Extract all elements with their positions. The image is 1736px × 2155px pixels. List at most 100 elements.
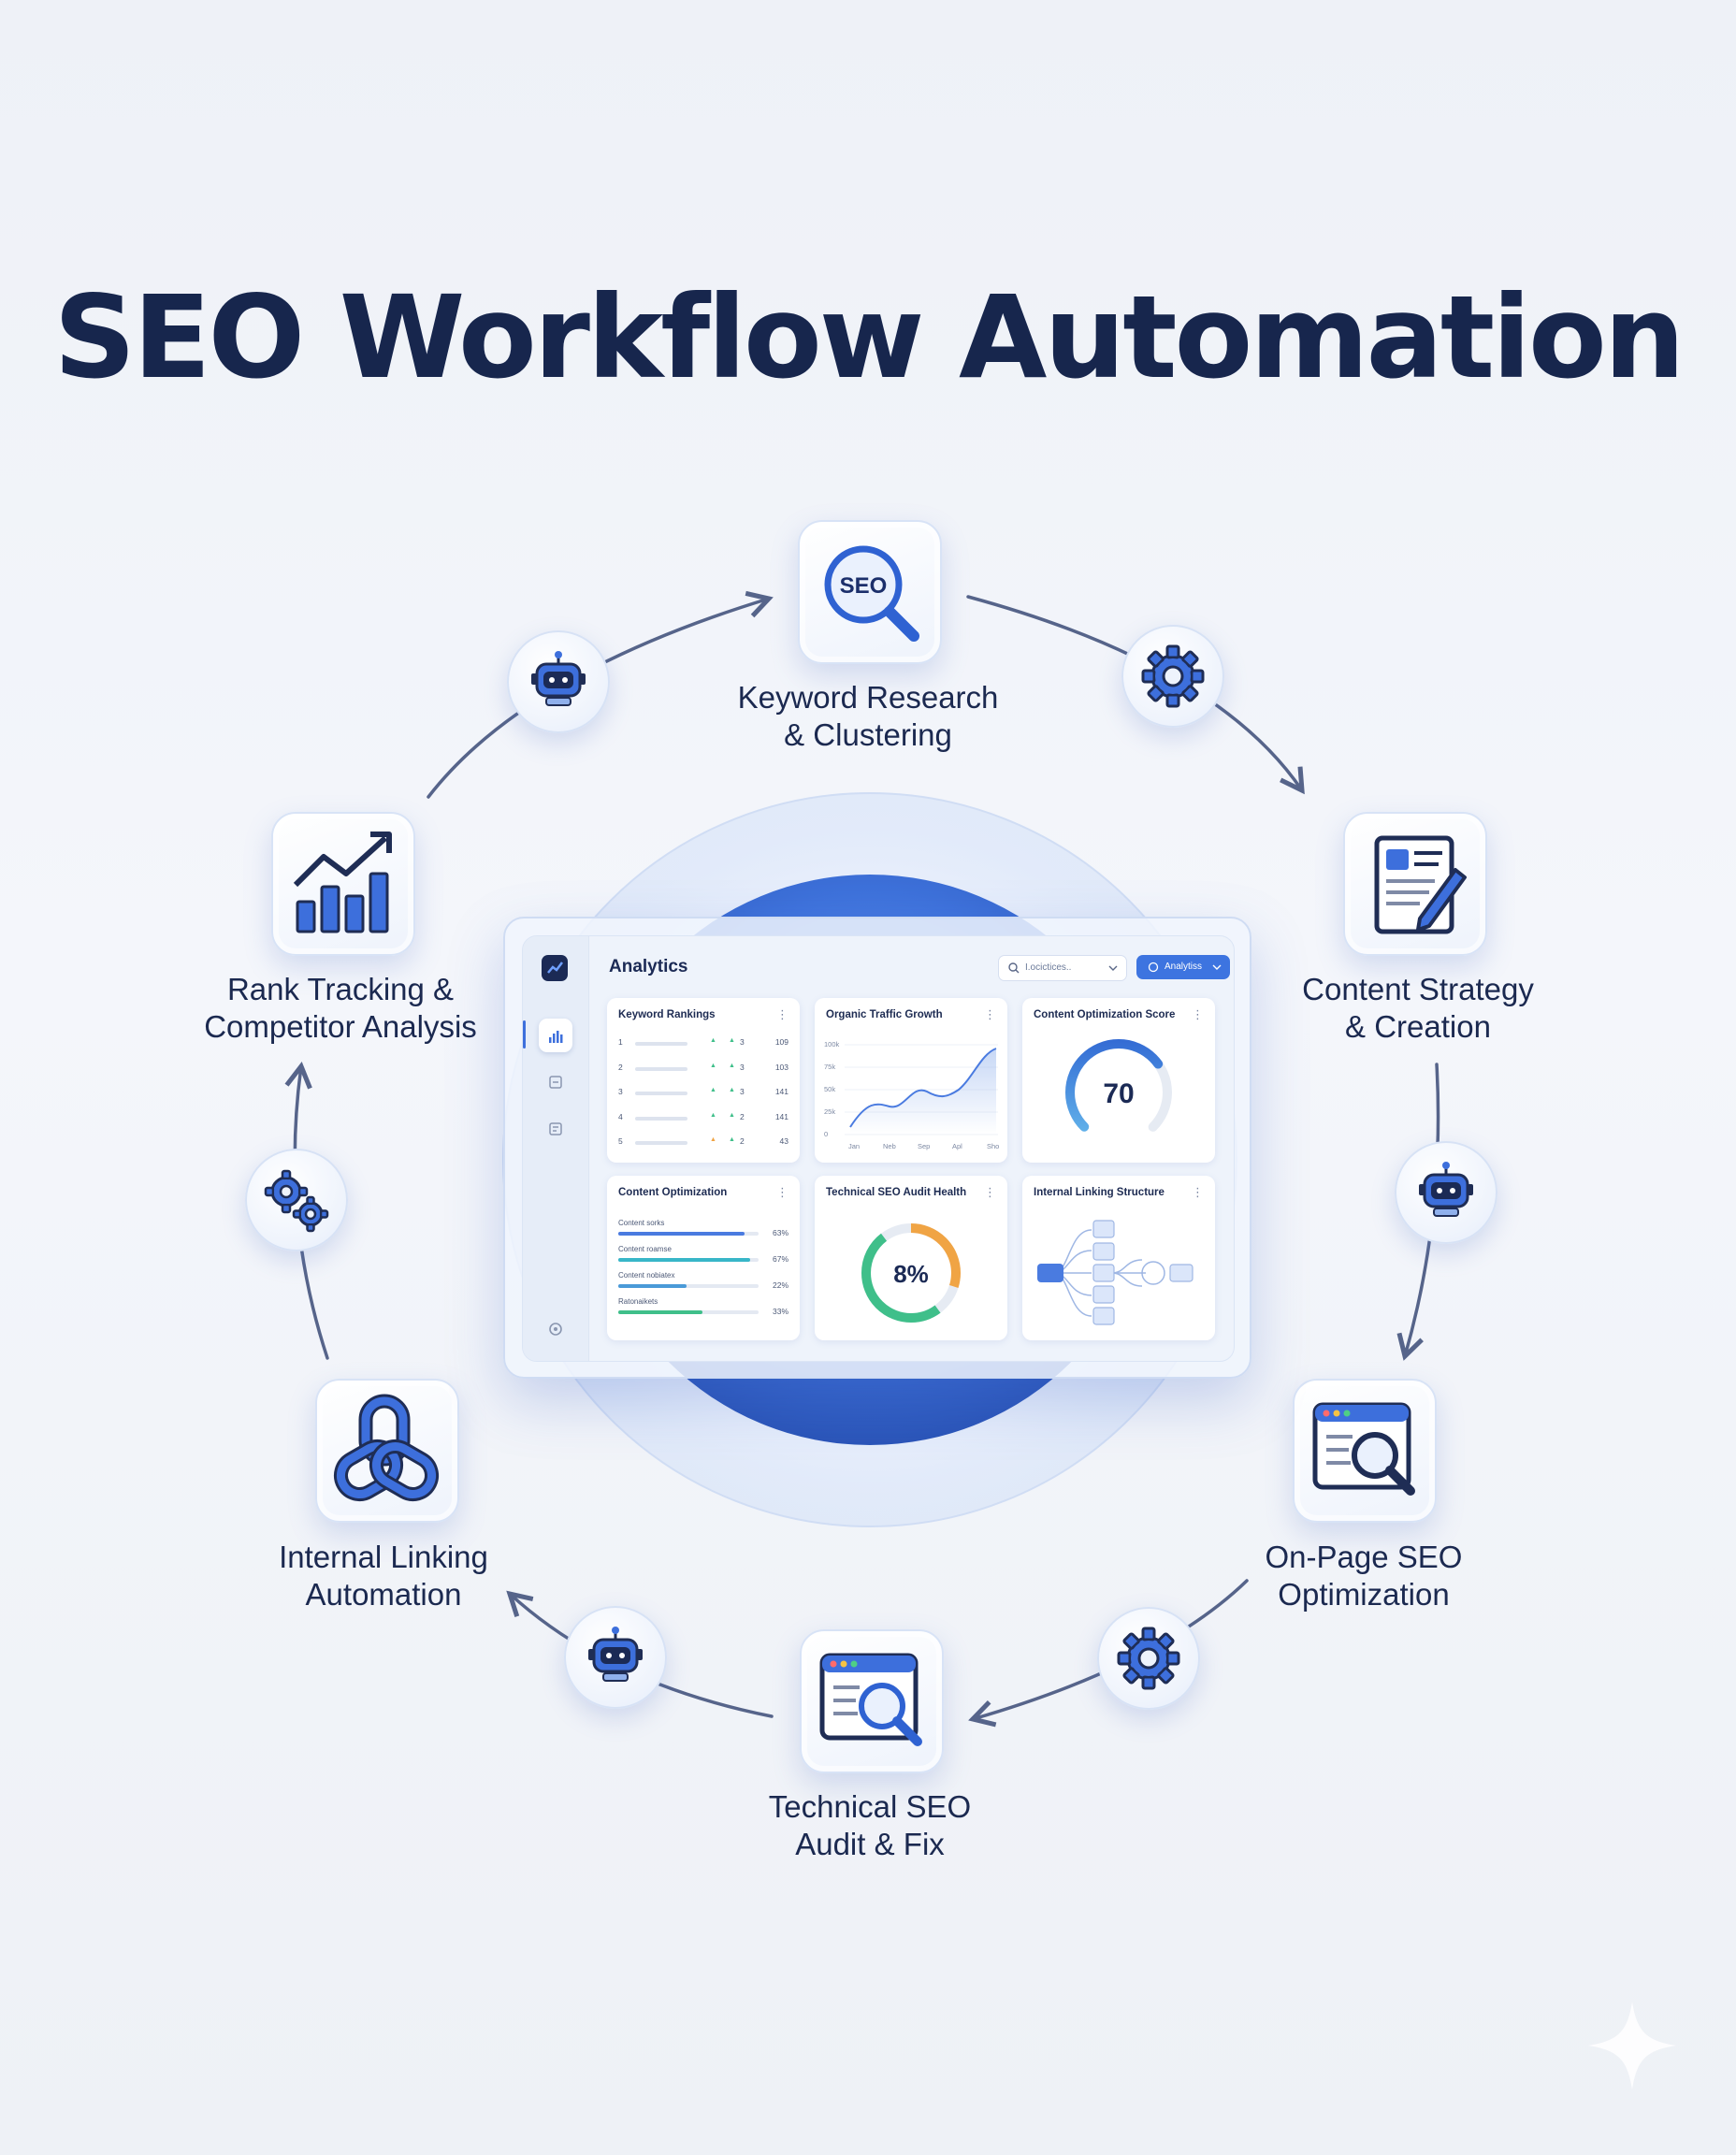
keyword-bar	[635, 1066, 687, 1071]
keyword-value: 109	[774, 1037, 788, 1047]
optimization-percent: 33%	[772, 1307, 788, 1316]
document-pencil-icon	[1374, 835, 1467, 934]
rank-change: 2	[740, 1111, 745, 1121]
nav-reports-icon[interactable]	[539, 1065, 572, 1099]
dashboard-search-input[interactable]: I.ocictices..	[998, 955, 1127, 981]
internal-linking-tile[interactable]	[315, 1379, 459, 1523]
keyword-bar	[635, 1092, 687, 1095]
search-icon	[1008, 962, 1020, 974]
y-tick-label: 100k	[824, 1040, 840, 1049]
gear-icon	[1117, 1627, 1180, 1690]
trend-arrow: ▲	[729, 1136, 735, 1143]
keyword-value: 141	[774, 1087, 788, 1096]
optimization-percent: 67%	[772, 1254, 788, 1264]
connector-robot-3	[564, 1606, 667, 1709]
traffic-line-chart	[845, 1044, 998, 1135]
audit-value: 8%	[893, 1260, 929, 1288]
analytics-dropdown-button[interactable]: Analytiss	[1136, 955, 1230, 979]
nav-pages-icon[interactable]	[539, 1112, 572, 1146]
rank-change: 3	[740, 1087, 745, 1096]
gears-icon	[264, 1169, 329, 1233]
audit-health-card[interactable]: Technical SEO Audit Health ⋮ 8%	[815, 1176, 1007, 1340]
progress-track	[618, 1284, 759, 1288]
keyword-research-tile[interactable]: SEO	[798, 520, 942, 664]
rank-tracking-tile[interactable]	[271, 812, 415, 956]
ranking-row[interactable]: 1 ▲ ▲ 3 109	[607, 1037, 800, 1050]
keyword-value: 43	[779, 1136, 788, 1146]
step-label-content-strategy: Content Strategy& Creation	[1302, 972, 1534, 1044]
robot-icon	[1419, 1162, 1473, 1217]
trend-arrow: ▲	[729, 1062, 735, 1069]
progress-fill	[618, 1232, 745, 1236]
y-tick-label: 0	[824, 1130, 829, 1138]
rank-change: 3	[740, 1037, 745, 1047]
rising-bar-chart-icon	[293, 832, 392, 933]
on-page-seo-tile[interactable]	[1293, 1379, 1437, 1523]
active-nav-marker	[523, 1020, 526, 1049]
browser-magnifier-icon	[819, 1653, 922, 1746]
content-score-card[interactable]: Content Optimization Score ⋮ 70	[1022, 998, 1215, 1163]
trend-arrow: ▲	[710, 1087, 716, 1093]
more-options-icon[interactable]: ⋮	[984, 1007, 996, 1021]
x-tick-label: Neb	[883, 1142, 896, 1150]
technical-seo-tile[interactable]	[800, 1629, 944, 1773]
trend-arrow: ▲	[729, 1037, 735, 1044]
more-options-icon[interactable]: ⋮	[1192, 1185, 1204, 1199]
optimization-label: Content sorks	[618, 1219, 665, 1227]
step-label-rank-tracking: Rank Tracking &Competitor Analysis	[204, 972, 477, 1044]
dashboard-window: Analytics I.ocictices.. Analytiss Keywor…	[522, 935, 1235, 1362]
progress-fill	[618, 1310, 702, 1314]
progress-fill	[618, 1258, 750, 1262]
more-options-icon[interactable]: ⋮	[776, 1185, 788, 1199]
audit-donut-chart	[861, 1223, 961, 1323]
rank-number: 1	[618, 1037, 623, 1047]
trend-arrow: ▲	[710, 1062, 716, 1069]
content-strategy-tile[interactable]	[1343, 812, 1487, 956]
more-options-icon[interactable]: ⋮	[776, 1007, 788, 1021]
x-tick-label: Jan	[848, 1142, 861, 1150]
link-tree-diagram	[1037, 1220, 1194, 1325]
optimization-row[interactable]: Content sorks 63%	[607, 1219, 800, 1243]
x-tick-label: Apl	[952, 1142, 962, 1150]
dashboard-title: Analytics	[609, 957, 688, 976]
keyword-bar	[635, 1141, 687, 1145]
connector-gear-1	[1121, 625, 1224, 728]
keyword-value: 141	[774, 1111, 788, 1121]
trend-arrow: ▲	[710, 1037, 716, 1044]
connector-gears	[245, 1149, 348, 1251]
trend-arrow: ▲	[710, 1136, 716, 1143]
optimization-label: Content nobiatex	[618, 1271, 675, 1280]
optimization-percent: 63%	[772, 1228, 788, 1237]
rank-number: 5	[618, 1136, 623, 1146]
step-label-keyword-research: Keyword Research& Clustering	[737, 680, 999, 752]
nav-settings-icon[interactable]	[539, 1312, 572, 1346]
y-tick-label: 25k	[824, 1107, 836, 1116]
keyword-value: 103	[774, 1062, 788, 1072]
trend-arrow: ▲	[710, 1111, 716, 1119]
robot-icon	[588, 1627, 643, 1682]
rank-change: 3	[740, 1062, 745, 1072]
rank-number: 4	[618, 1111, 623, 1121]
linking-structure-card[interactable]: Internal Linking Structure ⋮	[1022, 1176, 1215, 1340]
nav-analytics-icon[interactable]	[539, 1019, 572, 1052]
svg-text:SEO: SEO	[840, 573, 888, 599]
analytics-dashboard: Analytics I.ocictices.. Analytiss Keywor…	[503, 917, 1251, 1379]
chain-link-icon	[333, 1394, 440, 1501]
seo-magnifier-icon: SEO	[824, 545, 919, 642]
dashboard-sidebar	[523, 936, 589, 1361]
more-options-icon[interactable]: ⋮	[984, 1185, 996, 1199]
chevron-down-icon	[1212, 964, 1222, 970]
more-options-icon[interactable]: ⋮	[1192, 1007, 1204, 1021]
